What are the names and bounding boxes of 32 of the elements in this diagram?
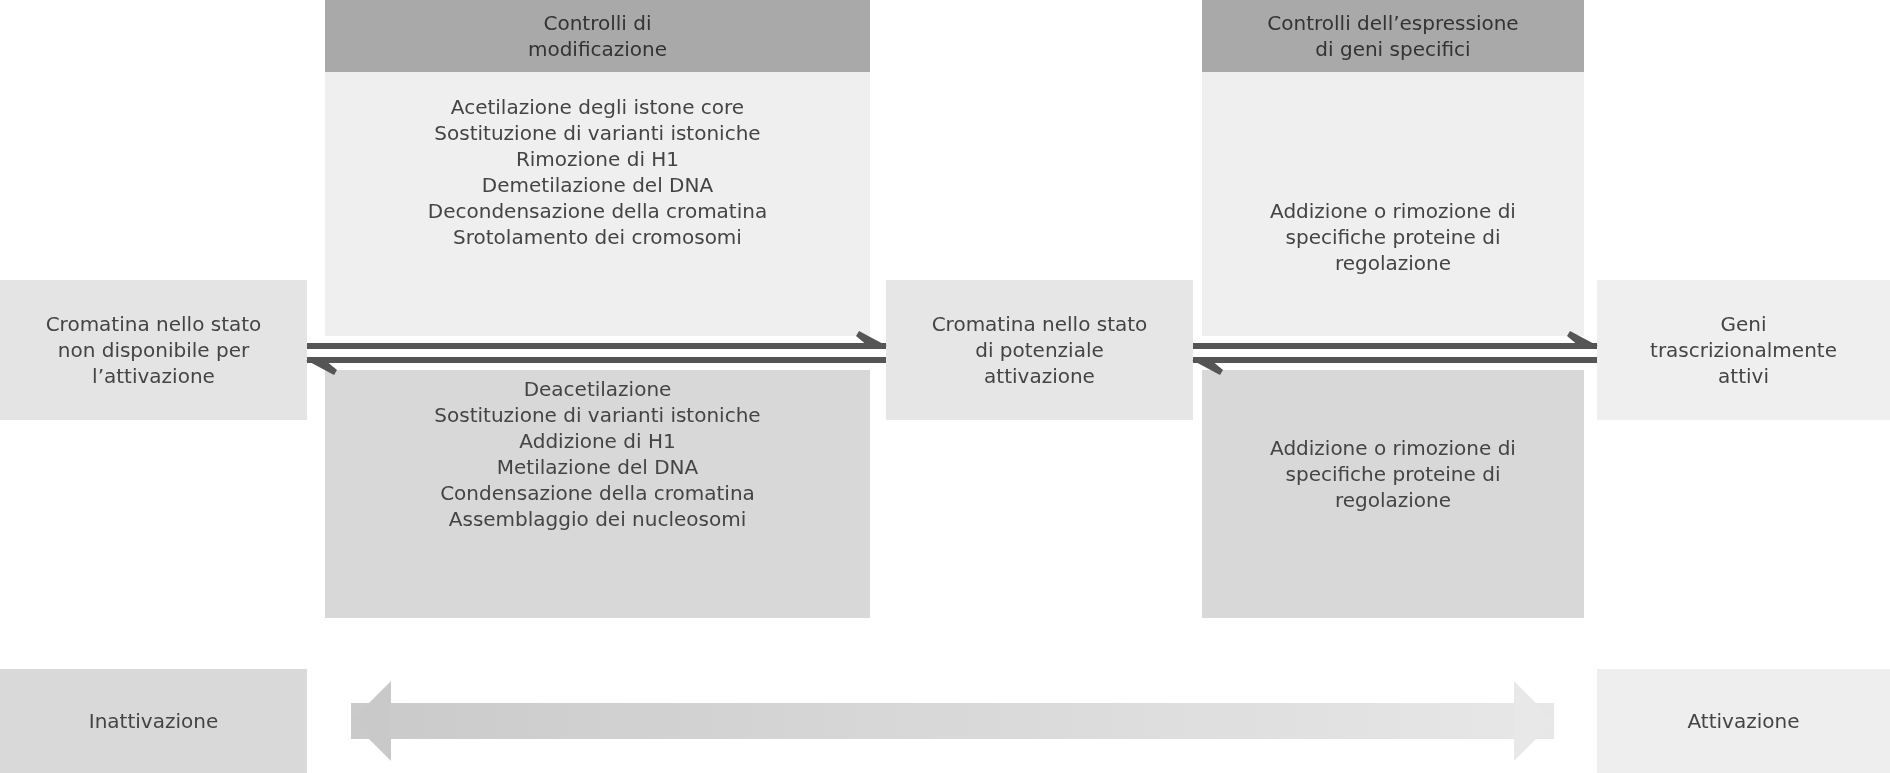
- state-box: [0, 669, 307, 773]
- panel: [325, 370, 870, 618]
- list-item: Srotolamento dei cromosomi: [453, 224, 742, 250]
- list-item: Deacetilazione: [523, 376, 672, 402]
- list-item: Rimozione di H1: [515, 146, 680, 172]
- header-text: Controlli dell’espressione di geni specifici: [1266, 10, 1520, 62]
- list-item: Addizione di H1: [519, 428, 676, 454]
- double-arrow: [351, 681, 1554, 761]
- list-item: Acetilazione degli istone core: [450, 94, 745, 120]
- header-box: [1202, 0, 1584, 72]
- node-label: Geni trascrizionalmente attivi: [1649, 311, 1838, 389]
- list-item: Demetilazione del DNA: [481, 172, 714, 198]
- list-item: Sostituzione di varianti istoniche: [434, 402, 761, 428]
- list-item: Sostituzione di varianti istoniche: [434, 120, 761, 146]
- node-label: Addizione o rimozione di specifiche proteine di regolazione: [1269, 435, 1517, 513]
- list-item: Condensazione della cromatina: [440, 480, 755, 506]
- list-item: Decondensazione della cromatina: [427, 198, 768, 224]
- node-label: Cromatina nello stato di potenziale attivazione: [930, 311, 1149, 389]
- panel: [1202, 72, 1584, 336]
- header-box: [325, 0, 870, 72]
- node-label: Addizione o rimozione di specifiche proteine di regolazione: [1269, 198, 1517, 276]
- node-label: Inattivazione: [88, 708, 219, 734]
- header-text: Controlli di modificazione: [526, 10, 669, 62]
- state-box: [1597, 280, 1890, 420]
- list-item: Metilazione del DNA: [496, 454, 699, 480]
- state-box: [886, 280, 1193, 420]
- panel: [1202, 370, 1584, 618]
- panel: [325, 72, 870, 336]
- node-label: Attivazione: [1687, 708, 1800, 734]
- state-box: [0, 280, 307, 420]
- list-item: Assemblaggio dei nucleosomi: [448, 506, 747, 532]
- node-label: Cromatina nello stato non disponibile per l’attivazione: [44, 311, 263, 389]
